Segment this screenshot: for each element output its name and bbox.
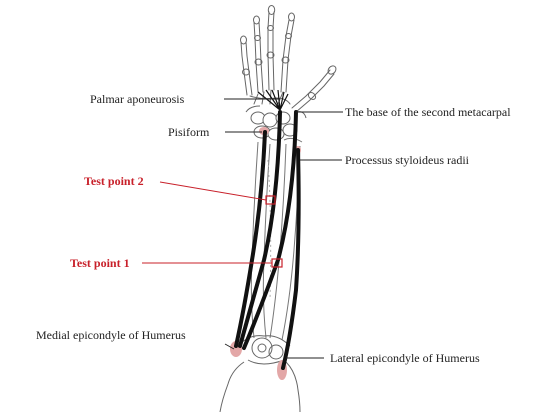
label-test-point-2: Test point 2 [84,174,144,188]
muscle-line-pisiform [234,130,267,348]
callout-medial-epicondyle [224,343,235,350]
muscle-line-styloid [281,148,301,370]
callout-lines [142,98,343,359]
label-processus-styloideus-radii: Processus styloideus radii [345,153,469,167]
muscle-line-palmar-aponeurosis [238,110,282,348]
label-base-second-metacarpal: The base of the second metacarpal [345,105,511,119]
muscle-lines [234,110,301,370]
hand-skeleton [240,5,337,113]
label-palmar-aponeurosis: Palmar aponeurosis [90,92,185,106]
label-lateral-epicondyle: Lateral epicondyle of Humerus [330,351,480,365]
callout-test-point-2 [159,181,267,201]
muscle-line-second-metacarpal [242,110,298,350]
radius-distal-end [283,137,303,143]
label-medial-epicondyle: Medial epicondyle of Humerus [36,328,186,342]
label-test-point-1: Test point 1 [70,256,130,270]
palmar-aponeurosis-fan [257,89,289,111]
label-pisiform: Pisiform [168,125,210,139]
